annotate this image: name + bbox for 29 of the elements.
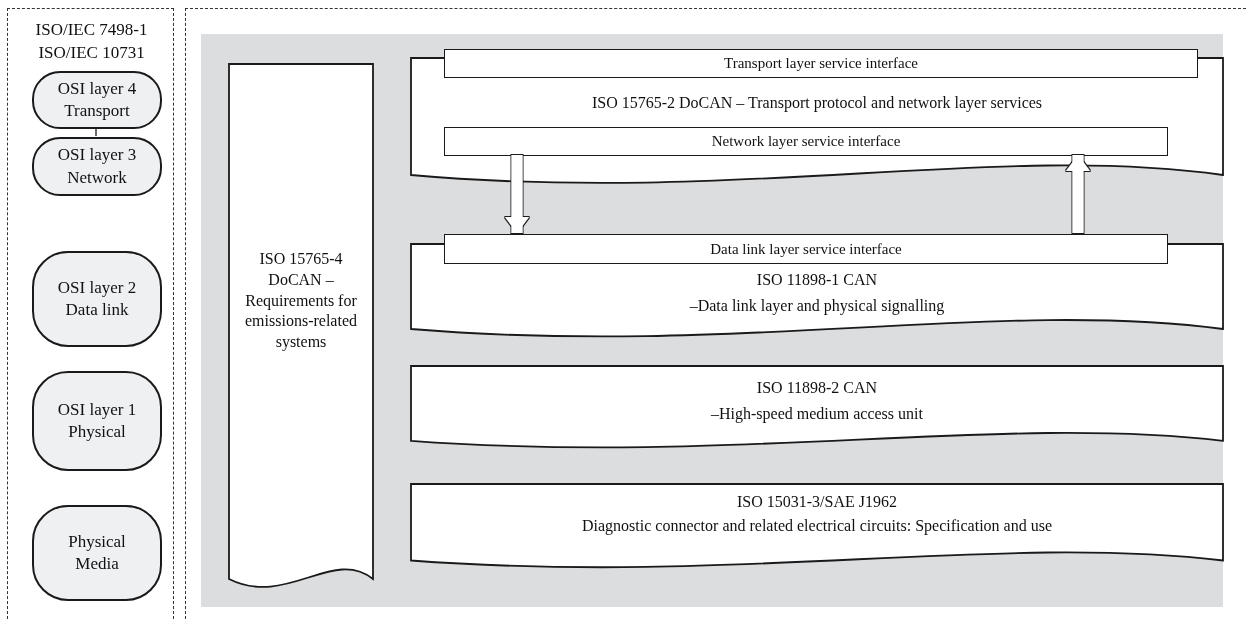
document-label: ISO 11898-2 CAN [755, 378, 879, 398]
box-label: OSI layer 2 Data link [56, 276, 138, 321]
document-label: ISO 11898-1 CAN [755, 270, 879, 290]
interface-bar [444, 234, 1168, 264]
layer-box [32, 71, 162, 129]
document-subtitle: –Data link layer and physical signalling [688, 296, 946, 317]
block-arrow [505, 155, 529, 233]
box-label: Data link layer service interface [710, 240, 902, 258]
interface-bar [444, 49, 1198, 78]
block-arrow [1066, 155, 1090, 233]
connector-line [95, 127, 97, 137]
box-label: OSI layer 1 Physical [56, 398, 138, 443]
layer-box [32, 505, 162, 601]
box-label: OSI layer 3 Network [56, 144, 138, 189]
document-label: ISO 15765-2 DoCAN – Transport protocol and network layer services [590, 93, 1044, 114]
interface-bar [444, 127, 1168, 156]
layer-box [32, 137, 162, 196]
dashed-frame [7, 8, 174, 619]
box-label: OSI layer 4 Transport [56, 77, 138, 122]
layer-box [32, 251, 162, 347]
layer-box [32, 371, 162, 471]
box-label: Physical Media [67, 530, 127, 575]
document-label: ISO 15031-3/SAE J1962 [736, 492, 898, 512]
box-label: Network layer service interface [711, 133, 901, 150]
document-subtitle: Diagnostic connector and related electrical circuits: Specification and use [581, 516, 1053, 537]
document-label: ISO 15765-4 DoCAN – Requirements for emissions-related systems [244, 249, 358, 353]
column-heading: ISO/IEC 7498-1 ISO/IEC 10731 [34, 19, 149, 64]
box-label: Transport layer service interface [724, 55, 918, 72]
document-subtitle: –High-speed medium access unit [710, 404, 924, 425]
